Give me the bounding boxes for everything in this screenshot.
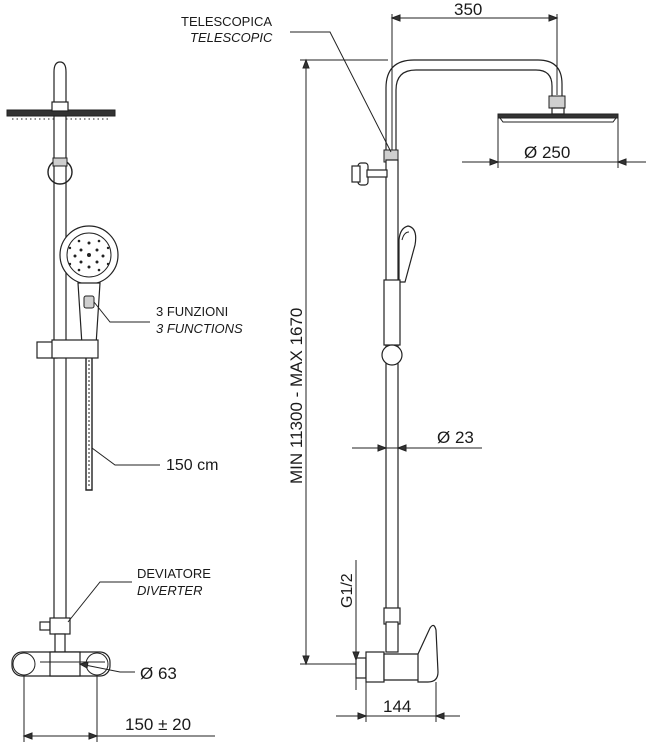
bracket-collar (52, 157, 68, 167)
bar-diameter-label: Ø 23 (437, 428, 474, 447)
offset-arrow-left (357, 712, 368, 720)
slider-knob-side (381, 344, 403, 366)
functions-label-it: 3 FUNZIONI (156, 304, 228, 319)
mixer-center (49, 651, 81, 677)
diverter-label-it: DEVIATORE (137, 566, 211, 581)
bar-top-hook (53, 61, 67, 106)
slider-holder (51, 339, 99, 359)
side-annotations: 350 TELESCOPICA TELESCOPIC Ø 250 MIN 113… (181, 0, 646, 722)
arm-joint (548, 95, 566, 109)
overhead-head-base (499, 117, 617, 123)
arm-reach-label: 350 (454, 0, 482, 19)
hose-length-label: 150 cm (166, 457, 218, 474)
hose (85, 358, 93, 491)
height-arrow-bottom (302, 655, 310, 666)
bracket-arm (366, 169, 388, 178)
mixer-diameter-leader (79, 663, 135, 673)
head-connector (551, 107, 565, 115)
front-bar (53, 115, 67, 627)
height-arrow-top (302, 58, 310, 69)
hand-shower-detail (401, 231, 410, 241)
mixer-neck (54, 633, 66, 655)
functions-leader (93, 301, 150, 323)
head-arrow-right (616, 158, 627, 166)
hand-shower-handle (77, 282, 101, 346)
connection-arrow (352, 651, 360, 662)
arm-arrow-right (548, 14, 559, 22)
telescopic-leader (290, 31, 392, 153)
diverter-leader (67, 581, 132, 623)
hand-holder-side (383, 279, 401, 346)
bar-arrow-left (377, 444, 388, 452)
front-view (6, 61, 119, 677)
diverter-body (49, 617, 71, 635)
mixer-lever-side (417, 624, 439, 683)
side-view (351, 59, 619, 683)
front-annotations: 3 FUNZIONI 3 FUNCTIONS 150 cm DEVIATORE … (22, 301, 243, 742)
centers-label: 150 ± 20 (125, 715, 191, 734)
side-bar (385, 159, 399, 611)
mixer-diameter-arrow (78, 661, 89, 669)
hand-shower-inner (66, 232, 112, 278)
centers-arrow-left (22, 732, 33, 740)
diverter-label-en: DIVERTER (137, 583, 203, 598)
connection-label: G1/2 (339, 573, 356, 608)
mixer-body-side (383, 653, 421, 681)
function-button (83, 295, 95, 309)
mixer-flange (365, 651, 385, 683)
telescopic-label-it: TELESCOPICA (181, 14, 272, 29)
mixer-left-cap (12, 652, 36, 676)
head-diameter-label: Ø 250 (524, 143, 570, 162)
centers-arrow-right (88, 732, 99, 740)
telescopic-label-en: TELESCOPIC (190, 30, 273, 45)
head-arrow-left (489, 158, 500, 166)
hand-shower-nozzles (68, 239, 110, 272)
head-joint (51, 101, 69, 112)
mixer-diameter-label: Ø 63 (140, 664, 177, 683)
bar-arrow-right (396, 444, 407, 452)
bracket-flange (351, 165, 361, 183)
diverter-knob (39, 621, 51, 631)
offset-arrow-right (434, 712, 445, 720)
hose-leader (91, 447, 160, 466)
wall-offset-label: 144 (383, 697, 411, 716)
functions-label-en: 3 FUNCTIONS (156, 321, 243, 336)
wall-plate (355, 657, 367, 679)
arm-arrow-left (390, 14, 401, 22)
lower-pipe (385, 621, 399, 653)
hand-shower-side (398, 225, 417, 283)
height-range-label: MIN 11300 - MAX 1670 (287, 308, 306, 484)
